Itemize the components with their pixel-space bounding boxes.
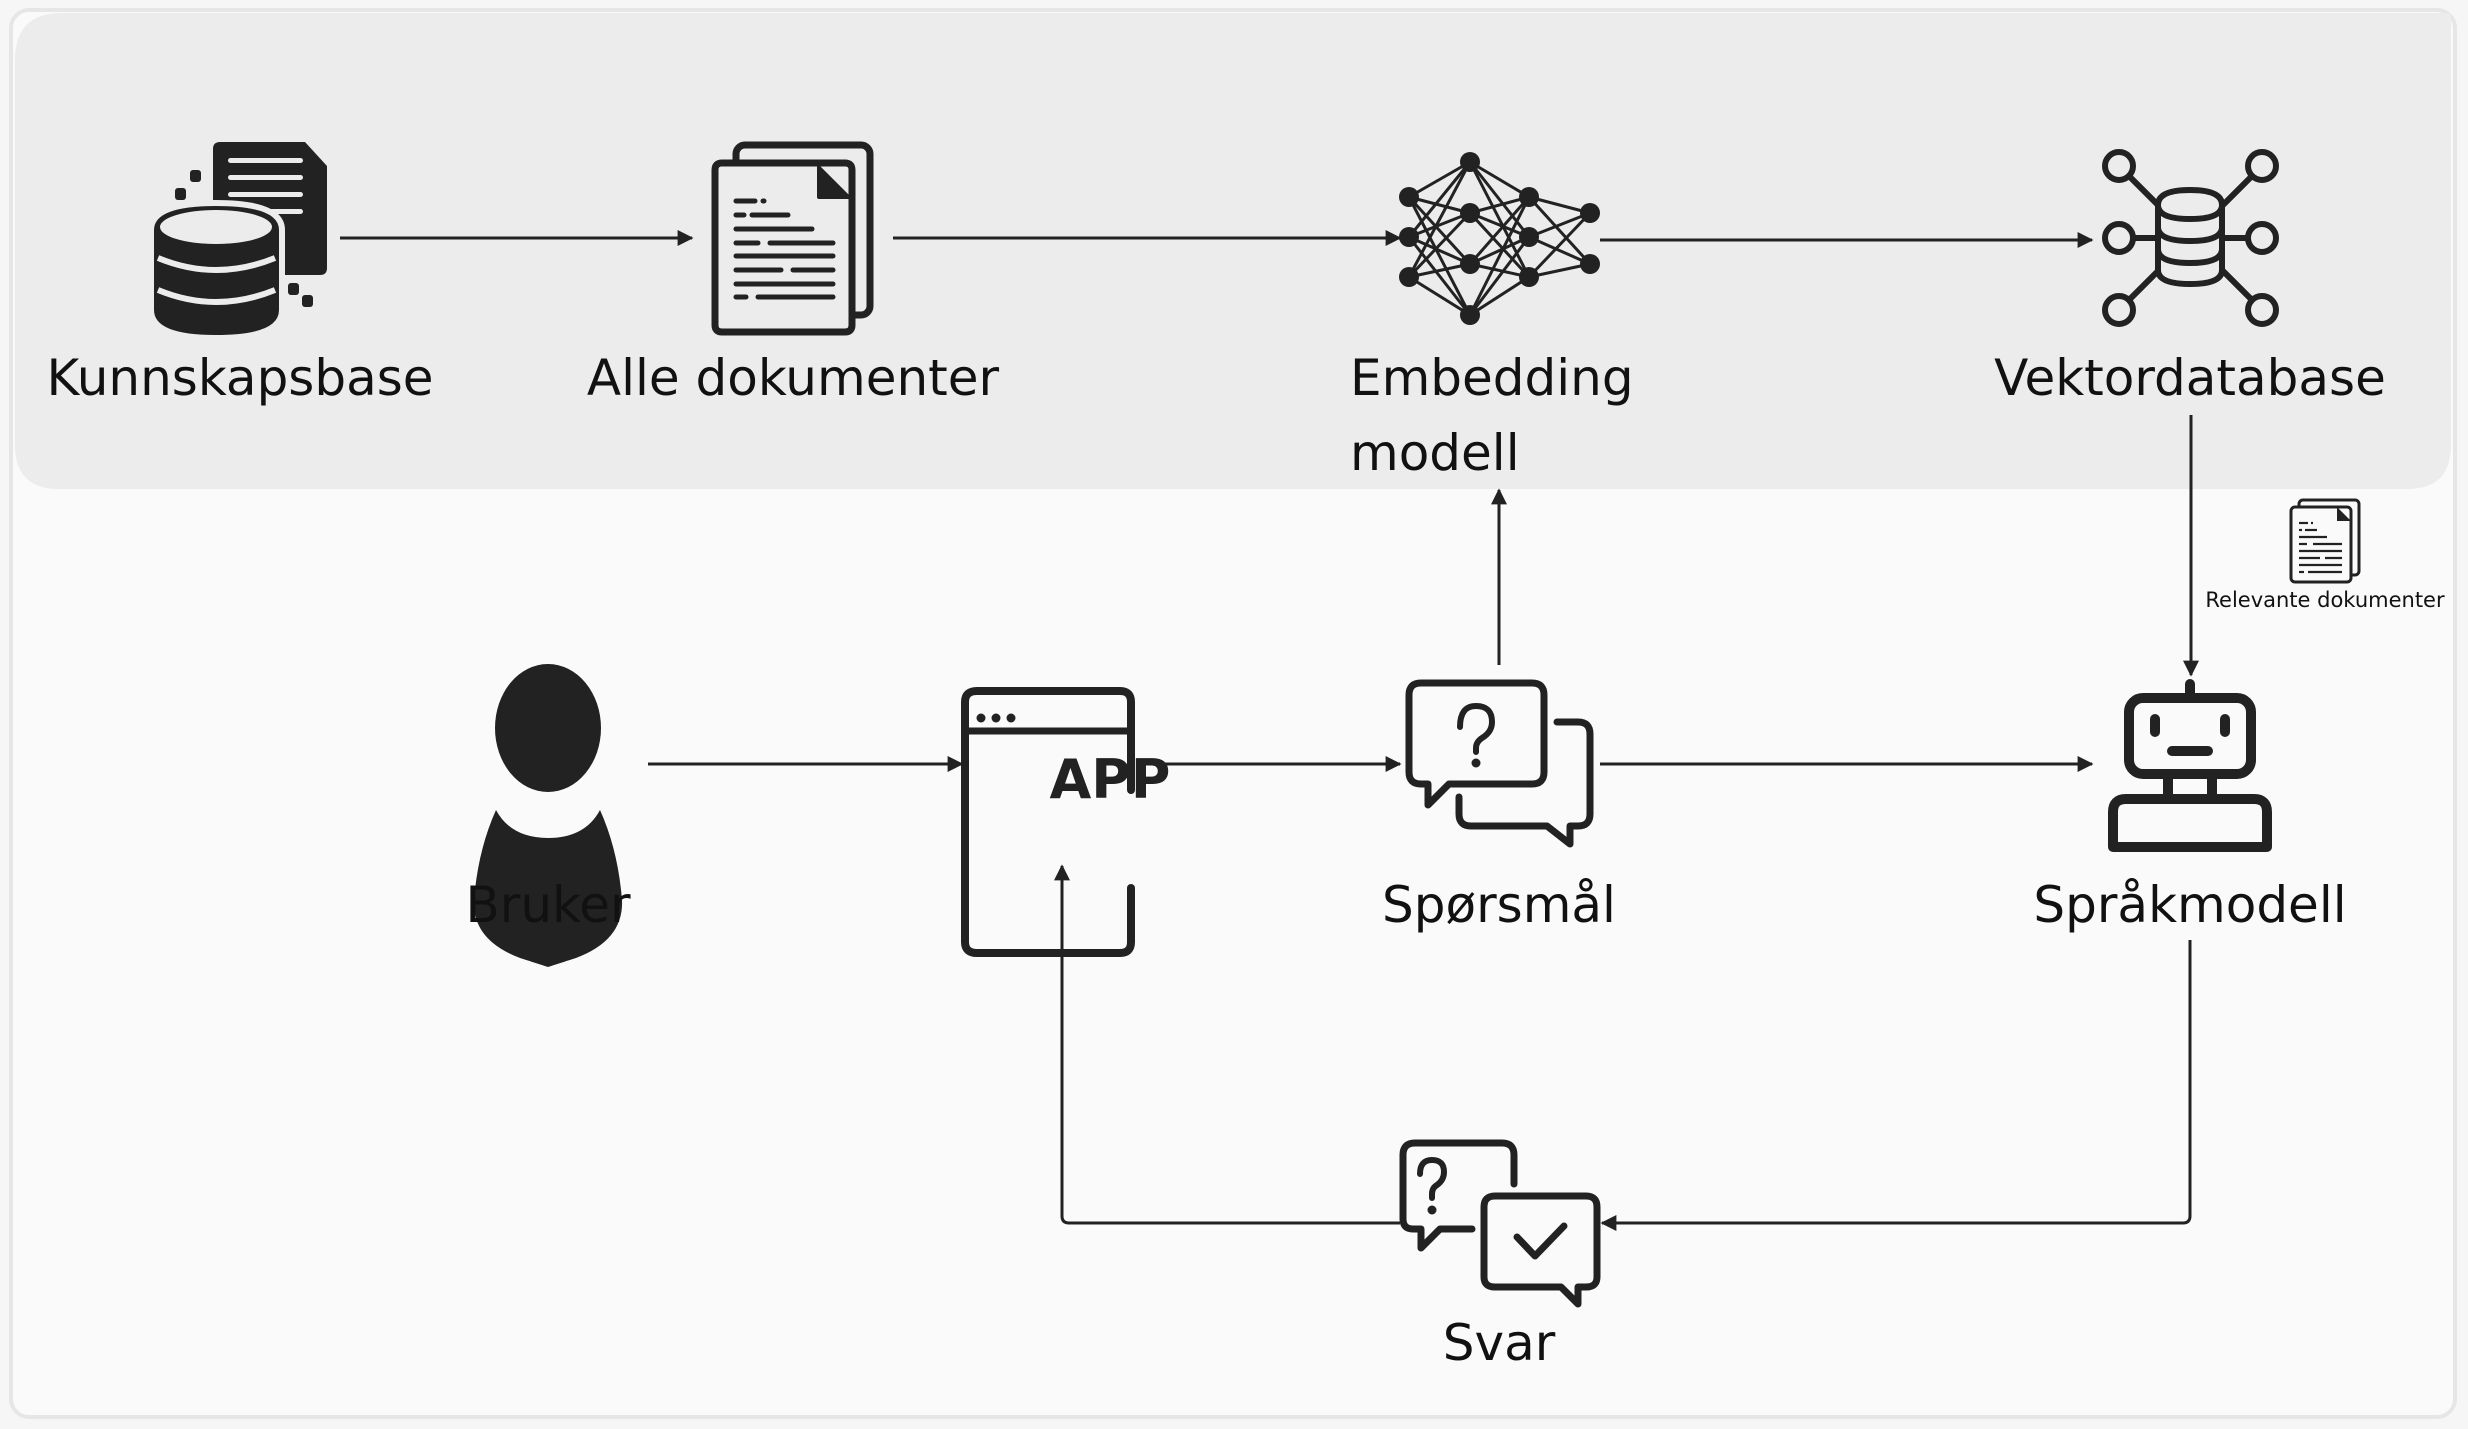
node-embedding-modell[interactable]: Embedding modell: [1350, 152, 1634, 482]
nn-neuron: [1580, 254, 1600, 274]
node-label: Kunnskapsbase: [46, 349, 433, 407]
node-label: Bruker: [465, 876, 630, 934]
documents-icon: [711, 141, 874, 336]
nn-neuron: [1460, 203, 1480, 223]
edge-sprakmodell-to-svar: [1600, 940, 2192, 1231]
nn-connection: [1468, 161, 1531, 238]
nn-connection: [1528, 262, 1591, 279]
nn-connection: [1469, 211, 1530, 239]
nn-neuron: [1580, 203, 1600, 223]
nn-connection: [1407, 161, 1472, 238]
node-sporsmal[interactable]: Spørsmål: [1382, 679, 1616, 934]
vector-database-icon: [2102, 149, 2279, 327]
nn-connection: [1468, 161, 1531, 278]
nn-connection: [1527, 195, 1592, 266]
nn-connection: [1407, 236, 1472, 316]
nn-neuron: [1460, 305, 1480, 325]
node-label: Vektordatabase: [1994, 349, 2386, 407]
nn-connection: [1408, 235, 1471, 266]
node-vektordatabase[interactable]: Vektordatabase: [1994, 149, 2386, 407]
node-label-line2: modell: [1350, 424, 1520, 482]
nn-connection: [1469, 195, 1530, 215]
question-chat-icon: [1405, 679, 1594, 848]
node-label: Embedding: [1350, 349, 1634, 407]
nn-connection: [1407, 161, 1472, 278]
nn-connection: [1469, 275, 1530, 317]
node-app[interactable]: APP: [961, 687, 1171, 957]
user-icon: [473, 664, 623, 967]
node-bruker[interactable]: Bruker: [465, 664, 631, 967]
edge-svar-to-app: [1054, 864, 1400, 1225]
nn-connection: [1468, 211, 1531, 279]
node-label: Svar: [1443, 1314, 1556, 1372]
app-text: APP: [1050, 748, 1171, 811]
nn-connection: [1468, 236, 1531, 316]
nn-connection: [1468, 196, 1531, 265]
nn-connection: [1528, 195, 1591, 215]
nn-neuron: [1519, 267, 1539, 287]
node-alle-dokumenter[interactable]: Alle dokumenter: [587, 141, 1000, 407]
nn-connection: [1528, 235, 1591, 266]
edges: [340, 230, 2199, 1231]
nn-neuron: [1399, 227, 1419, 247]
nn-connection: [1407, 196, 1472, 316]
nn-neuron: [1519, 227, 1539, 247]
robot-icon: [2108, 679, 2272, 852]
nn-neuron: [1399, 187, 1419, 207]
nn-neuron: [1460, 152, 1480, 172]
nn-connection: [1408, 262, 1471, 279]
nn-connection: [1469, 235, 1530, 266]
app-window-icon: APP: [961, 687, 1171, 957]
nn-connection: [1527, 211, 1592, 279]
nn-connection: [1469, 262, 1530, 279]
documents-icon: [2289, 498, 2361, 584]
node-svar[interactable]: Svar: [1399, 1139, 1601, 1372]
nn-connection: [1407, 195, 1472, 266]
nn-connection: [1408, 211, 1471, 239]
nn-connection: [1528, 211, 1591, 239]
node-kunnskapsbase[interactable]: Kunnskapsbase: [46, 142, 434, 407]
nn-neuron: [1460, 254, 1480, 274]
nn-neuron: [1399, 267, 1419, 287]
edge-label-relevante-dokumenter: Relevante dokumenter: [2205, 498, 2445, 612]
neural-network-icon: [1399, 152, 1600, 325]
indexing-group-panel: [15, 13, 2451, 489]
answer-chat-icon: [1399, 1139, 1601, 1308]
nn-neuron: [1519, 187, 1539, 207]
nn-connection: [1408, 160, 1471, 199]
node-label: Alle dokumenter: [587, 349, 1000, 407]
nn-connection: [1469, 160, 1530, 199]
nn-connection: [1468, 196, 1531, 316]
edge-label-text: Relevante dokumenter: [2205, 588, 2445, 612]
nn-connection: [1408, 275, 1471, 317]
nn-connection: [1407, 211, 1472, 279]
node-sprakmodell[interactable]: Språkmodell: [2033, 679, 2347, 934]
node-label: Spørsmål: [1382, 876, 1616, 934]
database-document-icon: [148, 142, 327, 342]
node-label: Språkmodell: [2033, 876, 2346, 934]
nn-connection: [1408, 195, 1471, 215]
